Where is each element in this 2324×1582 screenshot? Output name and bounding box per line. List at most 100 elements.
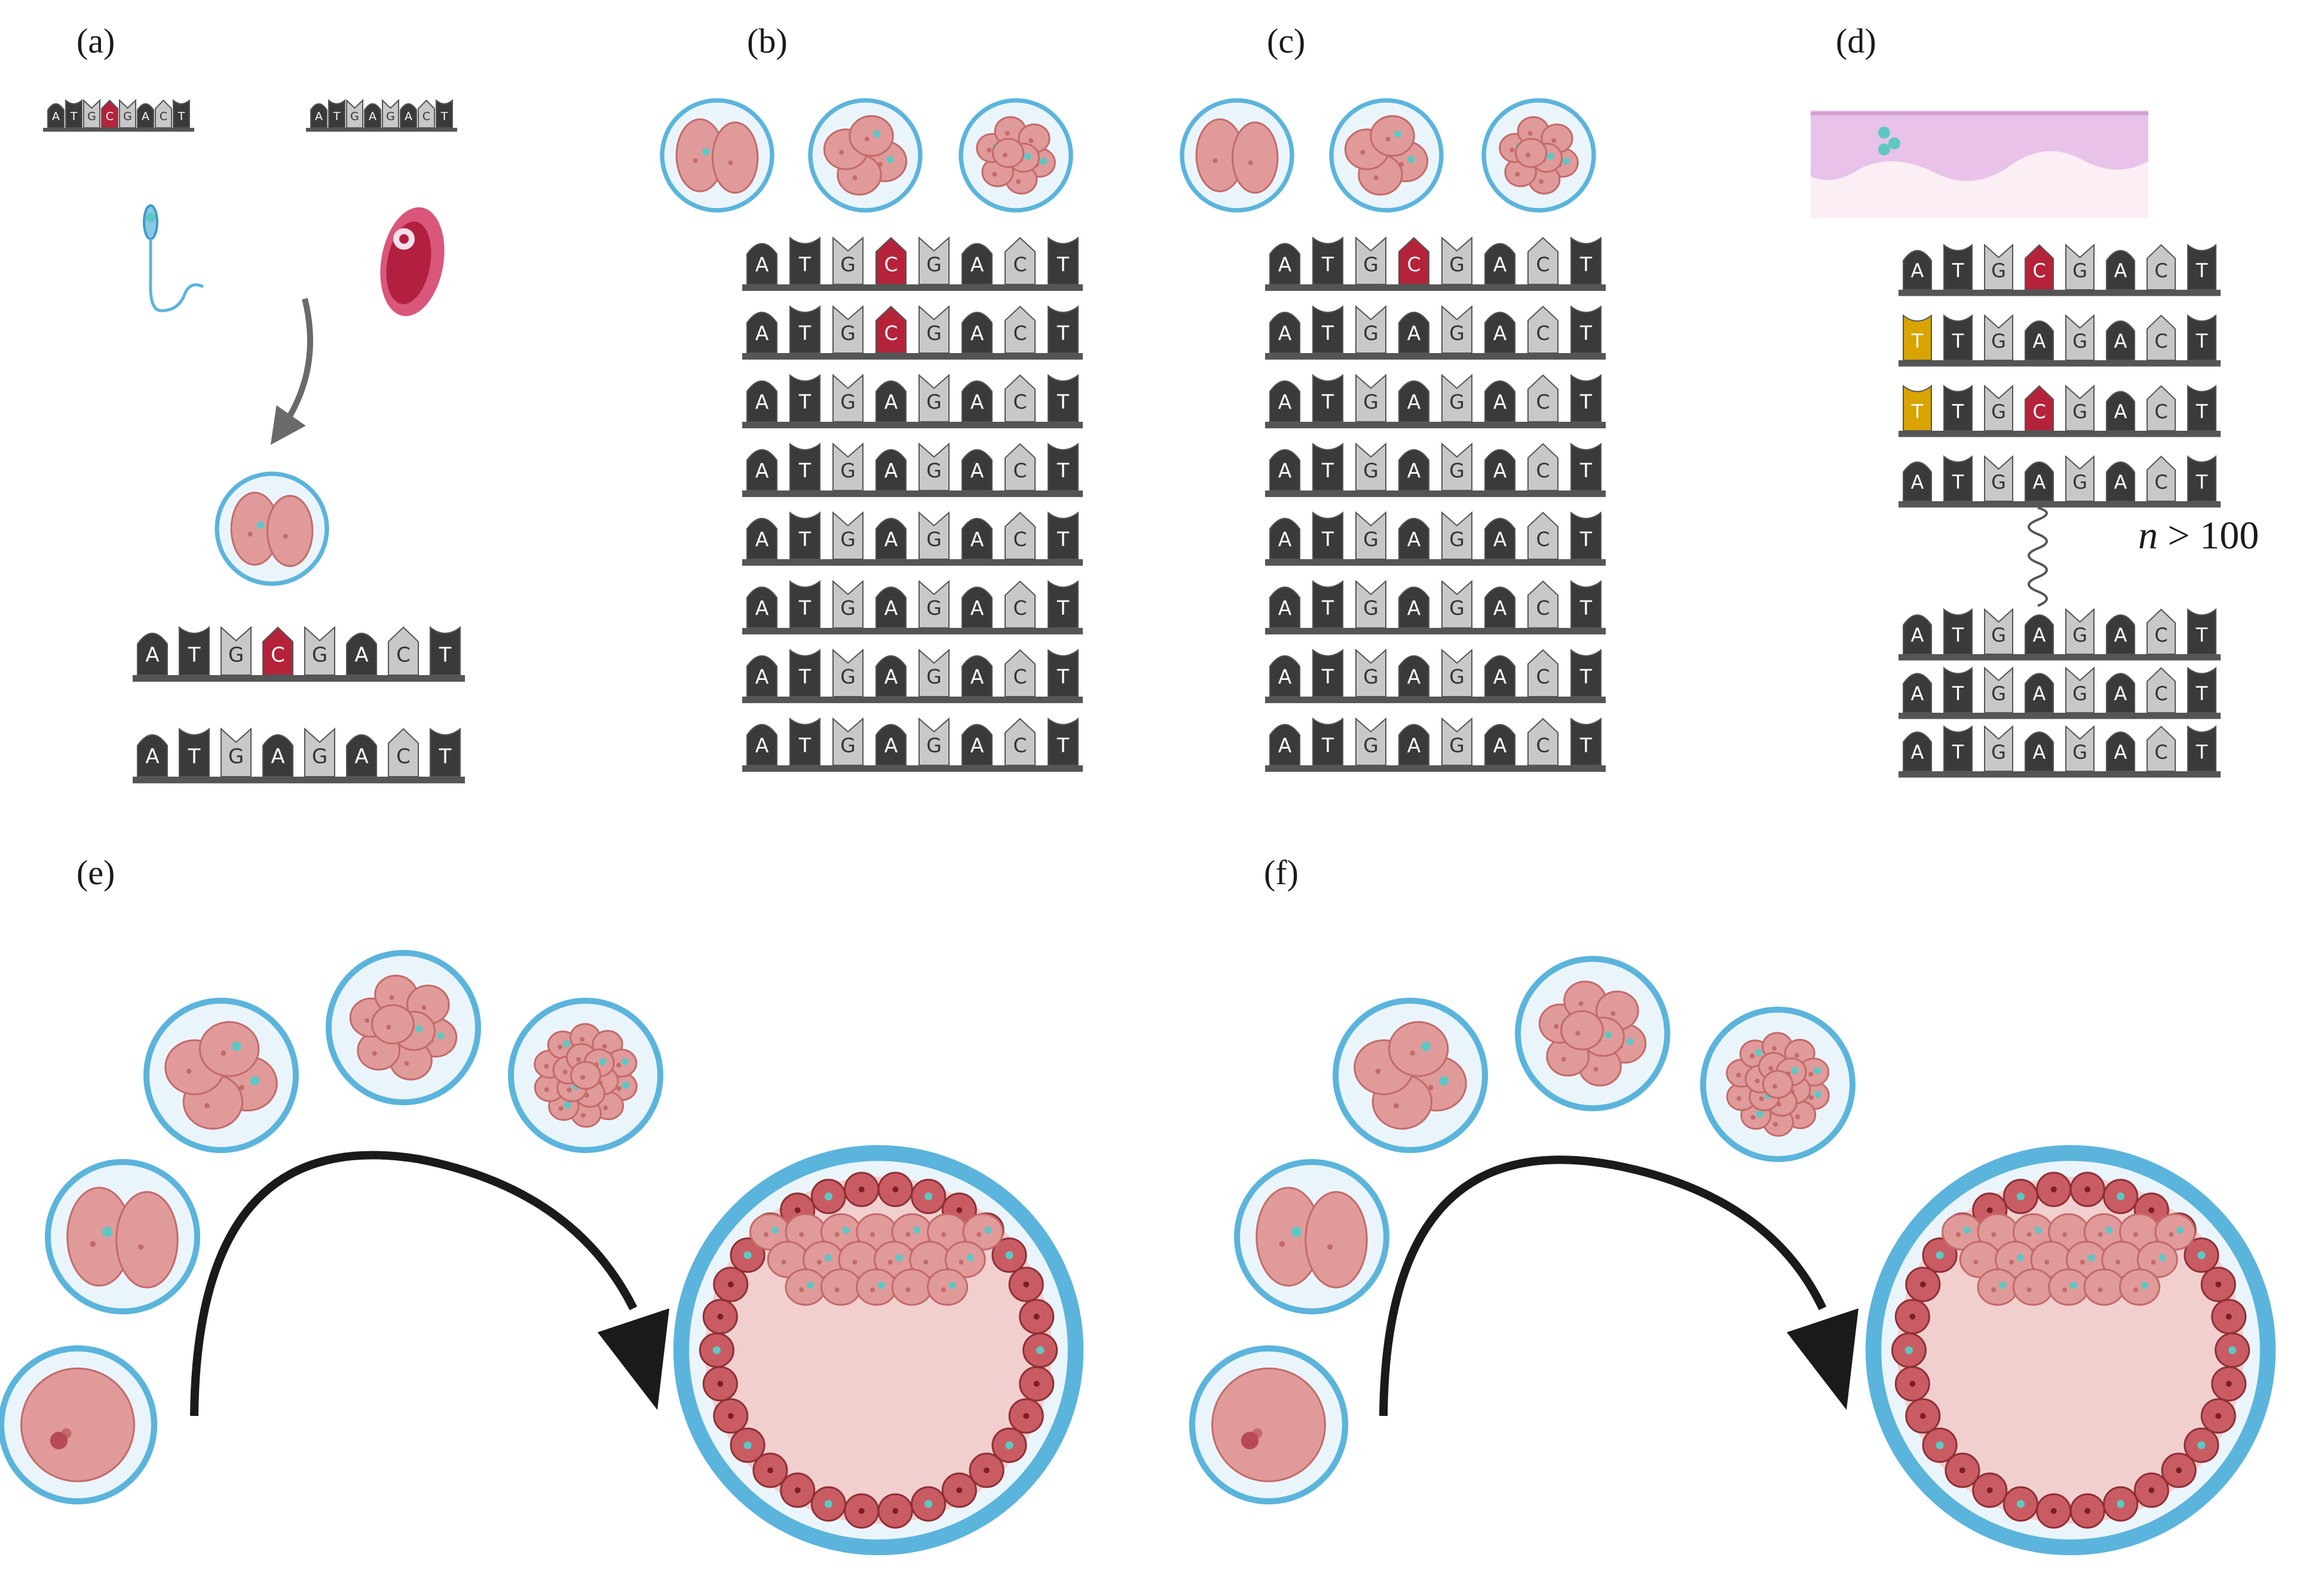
nucleotide-block — [2025, 385, 2054, 431]
nucleotide-block — [1355, 442, 1386, 491]
nucleotide-letter: A — [142, 110, 149, 123]
blastomere — [1388, 1021, 1449, 1077]
nucleotide-letter: T — [188, 643, 201, 667]
nucleotide-letter: C — [1536, 253, 1550, 276]
nucleotide-block — [962, 517, 993, 560]
nucleotide-letter: T — [1057, 459, 1070, 482]
nucleotide-block — [137, 734, 168, 777]
cell-nucleus — [693, 158, 698, 164]
nucleotide-block — [962, 243, 993, 285]
marker-dot — [1005, 1441, 1014, 1449]
cell-nucleus — [2215, 1281, 2222, 1287]
nucleotide-letter: A — [2114, 624, 2127, 646]
nucleotide-letter: C — [1536, 734, 1550, 757]
nucleotide-block — [304, 727, 335, 777]
nucleotide-block — [1048, 580, 1079, 628]
nucleotide-letter: G — [228, 643, 244, 667]
nucleotide-letter: A — [755, 459, 769, 482]
nucleotide-letter: C — [1013, 596, 1027, 620]
nucleotide-letter: T — [439, 745, 452, 769]
nucleotide-letter: C — [1013, 528, 1027, 551]
blastomere — [1762, 1069, 1794, 1099]
sequence-backbone — [1899, 771, 2221, 778]
nucleotide-block — [1005, 649, 1036, 697]
nucleotide-block — [1570, 717, 1602, 766]
nucleotide-letter: C — [2154, 471, 2167, 493]
nucleotide-block — [1048, 305, 1079, 354]
nucleotide-block — [918, 717, 950, 766]
nucleotide-letter: G — [840, 734, 856, 757]
nucleotide-block — [430, 727, 461, 777]
blastomere — [962, 1213, 1004, 1251]
embryo-icon — [808, 98, 923, 213]
nucleotide-letter: T — [1952, 259, 1964, 282]
marker-dot — [1963, 1227, 1971, 1234]
marker-dot — [886, 155, 894, 163]
curved-arrow-icon — [270, 298, 313, 445]
pronucleus — [1241, 1431, 1259, 1449]
embryo-icon — [959, 98, 1073, 213]
nucleotide-letter: T — [1579, 321, 1593, 345]
marker-dot — [2016, 1192, 2025, 1201]
nucleotide-letter: T — [2196, 400, 2208, 423]
nucleotide-block — [1943, 725, 1973, 772]
nucleotide-letter: G — [123, 110, 132, 123]
marker-dot — [1040, 157, 1048, 165]
cell-nucleus — [781, 1259, 786, 1265]
cell-nucleus — [2215, 1413, 2222, 1419]
marker-dot — [250, 1076, 260, 1086]
cell-nucleus — [892, 1186, 899, 1192]
nucleotide-block — [1048, 442, 1079, 491]
cell-nucleus — [905, 1287, 911, 1292]
nucleotide-letter: A — [2033, 471, 2046, 493]
blastomere — [115, 1191, 179, 1289]
nucleotide-letter: T — [1057, 665, 1070, 688]
marker-dot — [895, 1254, 903, 1262]
marker-dot — [824, 1254, 832, 1262]
nucleotide-block — [1048, 648, 1079, 697]
nucleotide-block — [746, 380, 777, 422]
nucleotide-letter: A — [755, 734, 769, 757]
nucleotide-block — [1570, 236, 1602, 285]
cell-nucleus — [1509, 148, 1515, 153]
cell-nucleus — [1991, 1287, 1997, 1292]
nucleotide-letter: G — [1991, 400, 2006, 423]
cell-nucleus — [1394, 1103, 1399, 1109]
cell-nucleus — [987, 148, 992, 153]
nucleotide-block — [1269, 517, 1300, 560]
embryo-icon — [326, 950, 481, 1105]
cell-nucleus — [1551, 138, 1557, 143]
nucleotide-letter: A — [1911, 624, 1924, 646]
nucleotide-block — [1005, 580, 1036, 628]
nucleotide-letter: G — [926, 596, 942, 620]
marker-dot — [2087, 1254, 2095, 1262]
nucleotide-letter: C — [2154, 624, 2167, 646]
cell-nucleus — [870, 1232, 875, 1237]
cell-nucleus — [2026, 1287, 2032, 1292]
cell-nucleus — [2148, 1207, 2155, 1213]
nucleotide-letter: T — [439, 643, 452, 667]
cell-nucleus — [1750, 1053, 1755, 1059]
nucleotide-block — [2065, 608, 2095, 655]
nucleotide-letter: C — [396, 745, 411, 769]
marker-dot — [2016, 1254, 2024, 1262]
cell-nucleus — [1610, 1011, 1616, 1016]
cell-nucleus — [1373, 175, 1379, 180]
nucleotide-block — [1312, 373, 1343, 422]
nucleotide-block — [962, 380, 993, 422]
nucleotide-block — [1005, 374, 1036, 422]
nucleotide-block — [418, 99, 435, 128]
marker-dot — [2016, 1500, 2025, 1508]
nucleotide-letter: G — [1991, 682, 2006, 705]
cell-nucleus — [1986, 1487, 1993, 1494]
sequence-backbone — [1265, 284, 1606, 291]
nucleotide-block — [2025, 731, 2054, 772]
cell-nucleus — [2133, 1287, 2138, 1292]
cell-nucleus — [858, 1186, 865, 1192]
nucleotide-letter: A — [1407, 734, 1421, 757]
nucleotide-letter: A — [1493, 253, 1507, 276]
marker-dot — [621, 1058, 629, 1066]
nucleotide-letter: T — [1579, 528, 1593, 551]
